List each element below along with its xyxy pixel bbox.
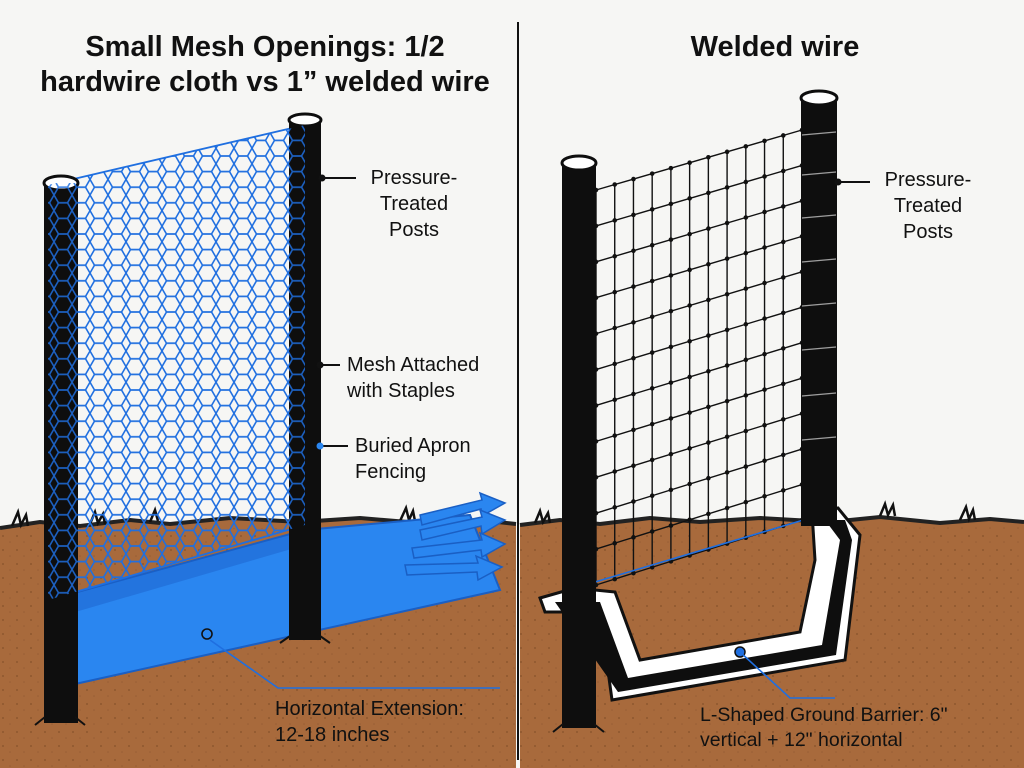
left-posts-label-line3: Posts	[388, 219, 440, 241]
barrier-label-line1: L-Shaped Ground Barrier: 6"	[700, 704, 948, 726]
barrier-label: L-Shaped Ground Barrier: 6" vertical + 1…	[700, 703, 1020, 754]
extension-arrows	[404, 491, 507, 582]
staples-label: Mesh Attached with Staples	[347, 352, 507, 404]
left-title-line2: hardwire cloth vs 1” welded wire	[40, 66, 490, 99]
staples-label-line2: with Staples	[347, 380, 455, 402]
extension-label: Horizontal Extension: 12-18 inches	[275, 696, 505, 748]
apron-label-line2: Fencing	[355, 461, 427, 483]
staples-label-line1: Mesh Attached	[347, 354, 480, 376]
right-posts-label-line3: Posts	[902, 221, 954, 243]
left-posts-label-line1: Pressure-	[370, 167, 458, 189]
extension-label-line2: 12-18 inches	[275, 724, 390, 746]
welded-wire-grid	[593, 127, 805, 588]
left-posts-label-line2: Treated	[379, 193, 449, 215]
extension-label-line1: Horizontal Extension:	[275, 698, 464, 720]
right-post-back	[801, 98, 837, 526]
left-posts-label: Pressure- Treated Posts	[364, 165, 464, 243]
right-posts-label-line1: Pressure-	[884, 169, 972, 191]
right-posts-label: Pressure- Treated Posts	[876, 167, 980, 245]
barrier-label-line2: vertical + 12" horizontal	[700, 729, 903, 752]
right-posts-label-line2: Treated	[893, 195, 963, 217]
apron-label-line1: Buried Apron	[355, 435, 471, 457]
right-post-front	[562, 163, 596, 728]
apron-label: Buried Apron Fencing	[355, 433, 505, 485]
right-title: Welded wire	[690, 31, 860, 63]
left-title-line1: Small Mesh Openings: 1/2	[85, 31, 445, 63]
left-title: Small Mesh Openings: 1/2 hardwire cloth …	[20, 30, 510, 101]
apron-marker	[201, 628, 213, 640]
